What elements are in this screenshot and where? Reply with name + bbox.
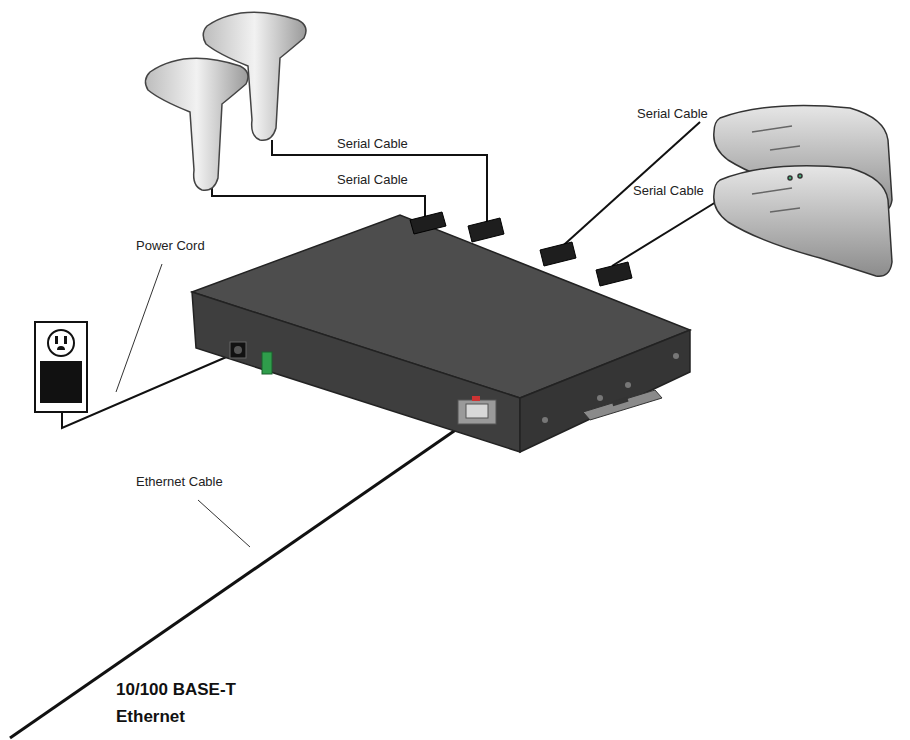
card-reader xyxy=(714,106,892,277)
device-server xyxy=(192,212,690,452)
leader-line xyxy=(116,264,162,392)
cable-label: Serial Cable xyxy=(337,136,408,152)
wall-outlet xyxy=(35,322,87,412)
ethernet-cable xyxy=(10,420,470,738)
cable-label: Ethernet Cable xyxy=(136,474,223,490)
cable-label: Serial Cable xyxy=(637,106,708,122)
power-cord xyxy=(62,352,238,428)
cable-label: Serial Cable xyxy=(337,172,408,188)
network-label: 10/100 BASE-T Ethernet xyxy=(116,676,246,730)
leader-line xyxy=(198,500,250,547)
cable-label: Serial Cable xyxy=(633,183,704,199)
cable-label: Power Cord xyxy=(136,238,205,254)
barcode-scanner xyxy=(145,12,306,190)
